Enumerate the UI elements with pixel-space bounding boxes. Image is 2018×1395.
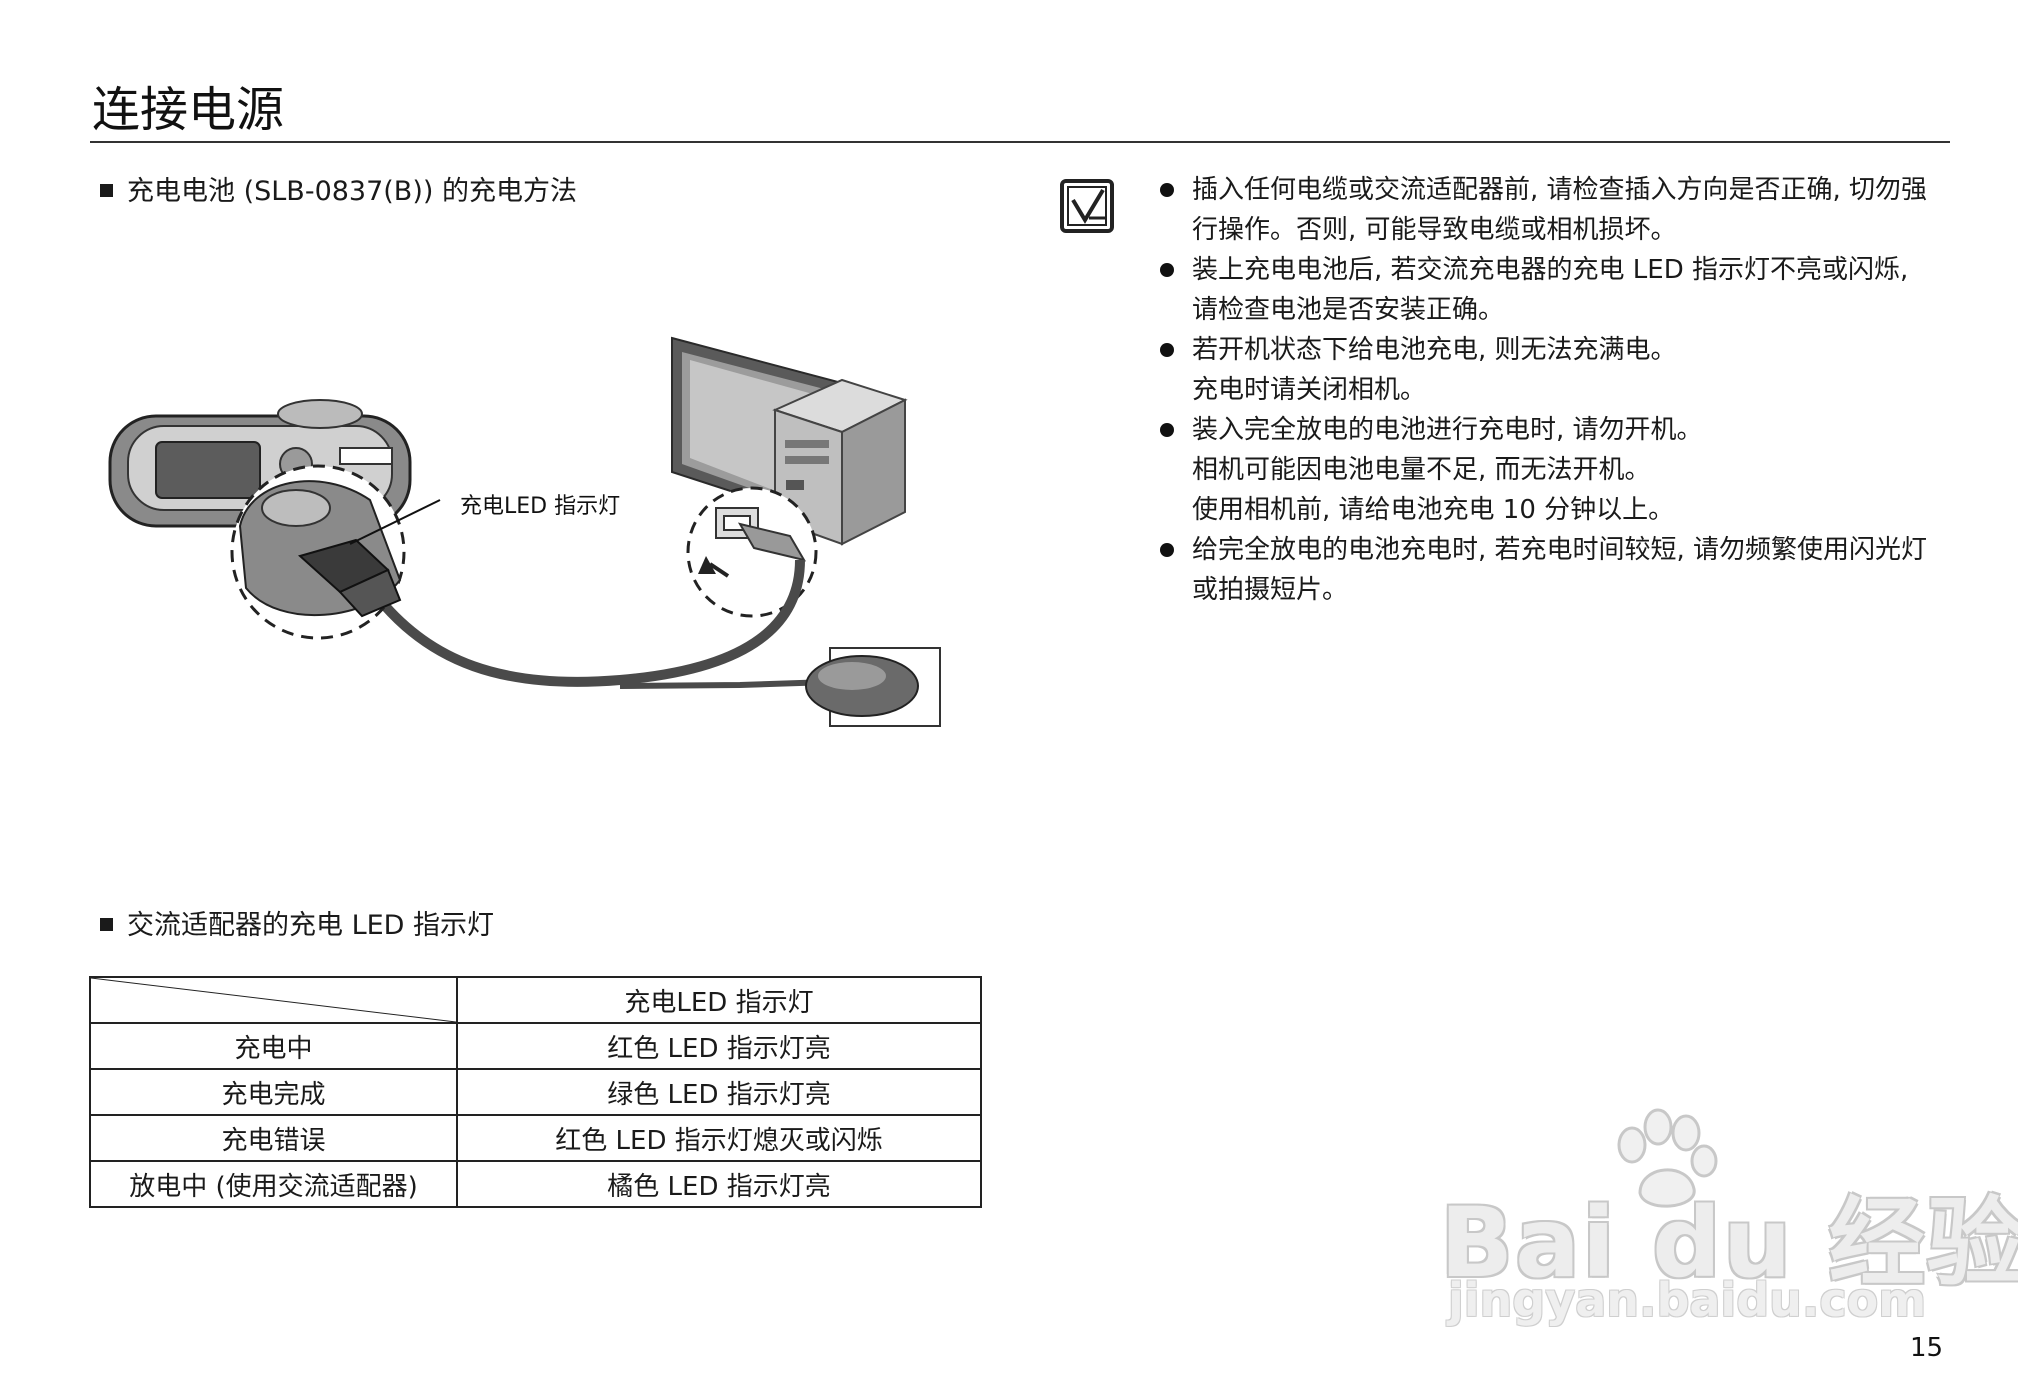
table-row: 放电中 (使用交流适配器) 橘色 LED 指示灯亮 bbox=[89, 1160, 982, 1208]
note-line: 使用相机前, 请给电池充电 10 分钟以上。 bbox=[1192, 495, 1675, 525]
note-item: 装入完全放电的电池进行充电时, 请勿开机。 相机可能因电池电量不足, 而无法开机… bbox=[1158, 410, 1938, 530]
note-line: 相机可能因电池电量不足, 而无法开机。 bbox=[1192, 455, 1651, 485]
state-cell: 充电中 bbox=[89, 1022, 458, 1070]
note-item: 装上充电电池后, 若交流充电器的充电 LED 指示灯不亮或闪烁, 请检查电池是否… bbox=[1158, 250, 1938, 330]
bullet-dot-icon bbox=[1160, 183, 1174, 197]
bullet-dot-icon bbox=[1160, 423, 1174, 437]
led-section-heading: 交流适配器的充电 LED 指示灯 bbox=[100, 908, 494, 944]
usb-port-zoom bbox=[686, 486, 818, 618]
note-line: 或拍摄短片。 bbox=[1192, 575, 1349, 605]
led-callout-label: 充电LED 指示灯 bbox=[456, 493, 625, 521]
state-cell: 充电完成 bbox=[89, 1068, 458, 1116]
charging-method-heading: 充电电池 (SLB-0837(B)) 的充电方法 bbox=[100, 174, 577, 210]
note-line: 装入完全放电的电池进行充电时, 请勿开机。 bbox=[1192, 415, 1703, 445]
note-line: 装上充电电池后, 若交流充电器的充电 LED 指示灯不亮或闪烁, bbox=[1192, 255, 1909, 285]
note-line: 请检查电池是否安装正确。 bbox=[1192, 295, 1505, 325]
note-line: 插入任何电缆或交流适配器前, 请检查插入方向是否正确, 切勿强 bbox=[1192, 175, 1928, 205]
notes-list: 插入任何电缆或交流适配器前, 请检查插入方向是否正确, 切勿强 行操作。否则, … bbox=[1158, 170, 1938, 610]
square-bullet-icon bbox=[100, 918, 113, 931]
table-row: 充电中 红色 LED 指示灯亮 bbox=[89, 1022, 982, 1070]
indicator-cell: 绿色 LED 指示灯亮 bbox=[456, 1068, 982, 1116]
charging-illustration: 充电LED 指示灯 bbox=[100, 330, 980, 750]
indicator-cell: 红色 LED 指示灯亮 bbox=[456, 1022, 982, 1070]
table-header-cell: 充电LED 指示灯 bbox=[456, 976, 982, 1024]
note-pencil-icon bbox=[1059, 178, 1115, 234]
led-section-heading-text: 交流适配器的充电 LED 指示灯 bbox=[127, 910, 495, 941]
table-header-row: 充电LED 指示灯 bbox=[89, 976, 982, 1024]
note-item: 给完全放电的电池充电时, 若充电时间较短, 请勿频繁使用闪光灯 或拍摄短片。 bbox=[1158, 530, 1938, 610]
charging-method-heading-text: 充电电池 (SLB-0837(B)) 的充电方法 bbox=[127, 176, 577, 207]
note-item: 插入任何电缆或交流适配器前, 请检查插入方向是否正确, 切勿强 行操作。否则, … bbox=[1158, 170, 1938, 250]
note-line: 行操作。否则, 可能导致电缆或相机损坏。 bbox=[1192, 215, 1677, 245]
watermark-url-text: jingyan.baidu.com bbox=[1448, 1273, 1927, 1327]
table-row: 充电错误 红色 LED 指示灯熄灭或闪烁 bbox=[89, 1114, 982, 1162]
table-corner-cell bbox=[89, 976, 458, 1024]
diagonal-line bbox=[91, 978, 456, 1022]
paw-logo-icon bbox=[1617, 1108, 1718, 1208]
indicator-cell: 红色 LED 指示灯熄灭或闪烁 bbox=[456, 1114, 982, 1162]
ac-adapter-illustration bbox=[805, 647, 941, 727]
led-indicator-table: 充电LED 指示灯 充电中 红色 LED 指示灯亮 充电完成 绿色 LED 指示… bbox=[89, 976, 982, 1208]
table-row: 充电完成 绿色 LED 指示灯亮 bbox=[89, 1068, 982, 1116]
bullet-dot-icon bbox=[1160, 543, 1174, 557]
charging-diagram bbox=[108, 336, 941, 727]
note-line: 若开机状态下给电池充电, 则无法充满电。 bbox=[1192, 335, 1677, 365]
page-title: 连接电源 bbox=[92, 82, 285, 138]
note-line: 给完全放电的电池充电时, 若充电时间较短, 请勿频繁使用闪光灯 bbox=[1192, 535, 1928, 565]
camera-port-zoom bbox=[230, 464, 441, 640]
state-cell: 放电中 (使用交流适配器) bbox=[89, 1160, 458, 1208]
indicator-cell: 橘色 LED 指示灯亮 bbox=[456, 1160, 982, 1208]
title-divider bbox=[90, 141, 1950, 143]
page-number: 15 bbox=[1910, 1333, 1944, 1363]
bullet-dot-icon bbox=[1160, 343, 1174, 357]
state-cell: 充电错误 bbox=[89, 1114, 458, 1162]
note-item: 若开机状态下给电池充电, 则无法充满电。 充电时请关闭相机。 bbox=[1158, 330, 1938, 410]
square-bullet-icon bbox=[100, 184, 113, 197]
watermark-main-text: Bai du 经验 bbox=[1440, 1187, 2018, 1299]
bullet-dot-icon bbox=[1160, 263, 1174, 277]
baidu-watermark: Bai du 经验 jingyan.baidu.com bbox=[1440, 1105, 2018, 1335]
note-line: 充电时请关闭相机。 bbox=[1192, 375, 1427, 405]
